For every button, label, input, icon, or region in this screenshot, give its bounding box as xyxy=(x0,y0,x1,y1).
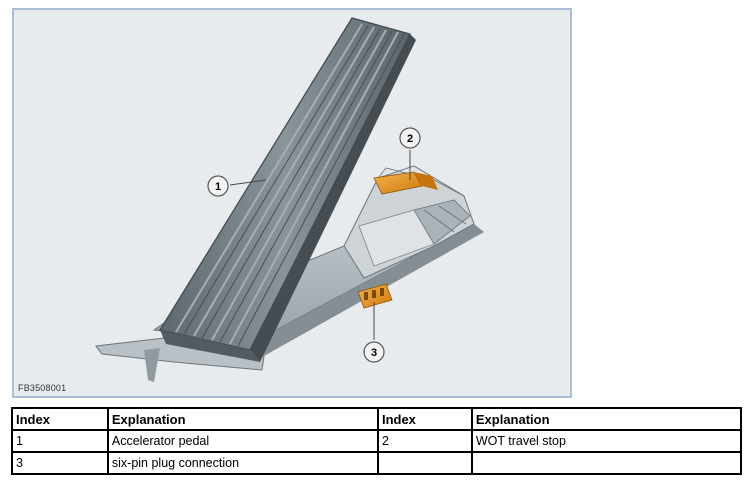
accelerator-pedal xyxy=(159,17,416,362)
callout-1-number: 1 xyxy=(215,181,221,193)
callout-3: 3 xyxy=(363,302,385,363)
table-row: 3 six-pin plug connection xyxy=(11,451,743,475)
six-pin-plug-connection xyxy=(357,283,393,309)
table-row: 1 Accelerator pedal 2 WOT travel stop xyxy=(11,429,743,453)
callout-2: 2 xyxy=(399,127,421,180)
callout-1: 1 xyxy=(207,175,267,197)
header-index-1: Index xyxy=(11,407,109,431)
table-cell: WOT travel stop xyxy=(470,429,743,453)
table-cell xyxy=(470,451,743,475)
pedal-housing xyxy=(343,165,475,279)
table-cell: 1 xyxy=(11,429,109,453)
header-explanation-2: Explanation xyxy=(470,407,743,431)
header-explanation-1: Explanation xyxy=(106,407,379,431)
table-cell: 2 xyxy=(376,429,473,453)
table-cell xyxy=(376,451,473,475)
callout-3-number: 3 xyxy=(371,347,377,359)
callout-2-number: 2 xyxy=(407,133,413,145)
table-cell: six-pin plug connection xyxy=(106,451,379,475)
accelerator-pedal-illustration: 1 2 3 xyxy=(95,17,484,382)
table-cell: Accelerator pedal xyxy=(106,429,379,453)
legend-header-row: Index Explanation Index Explanation xyxy=(11,407,743,431)
figure-frame: 1 2 3 FB3508001 xyxy=(12,8,572,398)
legend-table: Index Explanation Index Explanation 1 Ac… xyxy=(11,407,743,475)
figure-id: FB3508001 xyxy=(18,383,67,393)
header-index-2: Index xyxy=(376,407,473,431)
table-cell: 3 xyxy=(11,451,109,475)
